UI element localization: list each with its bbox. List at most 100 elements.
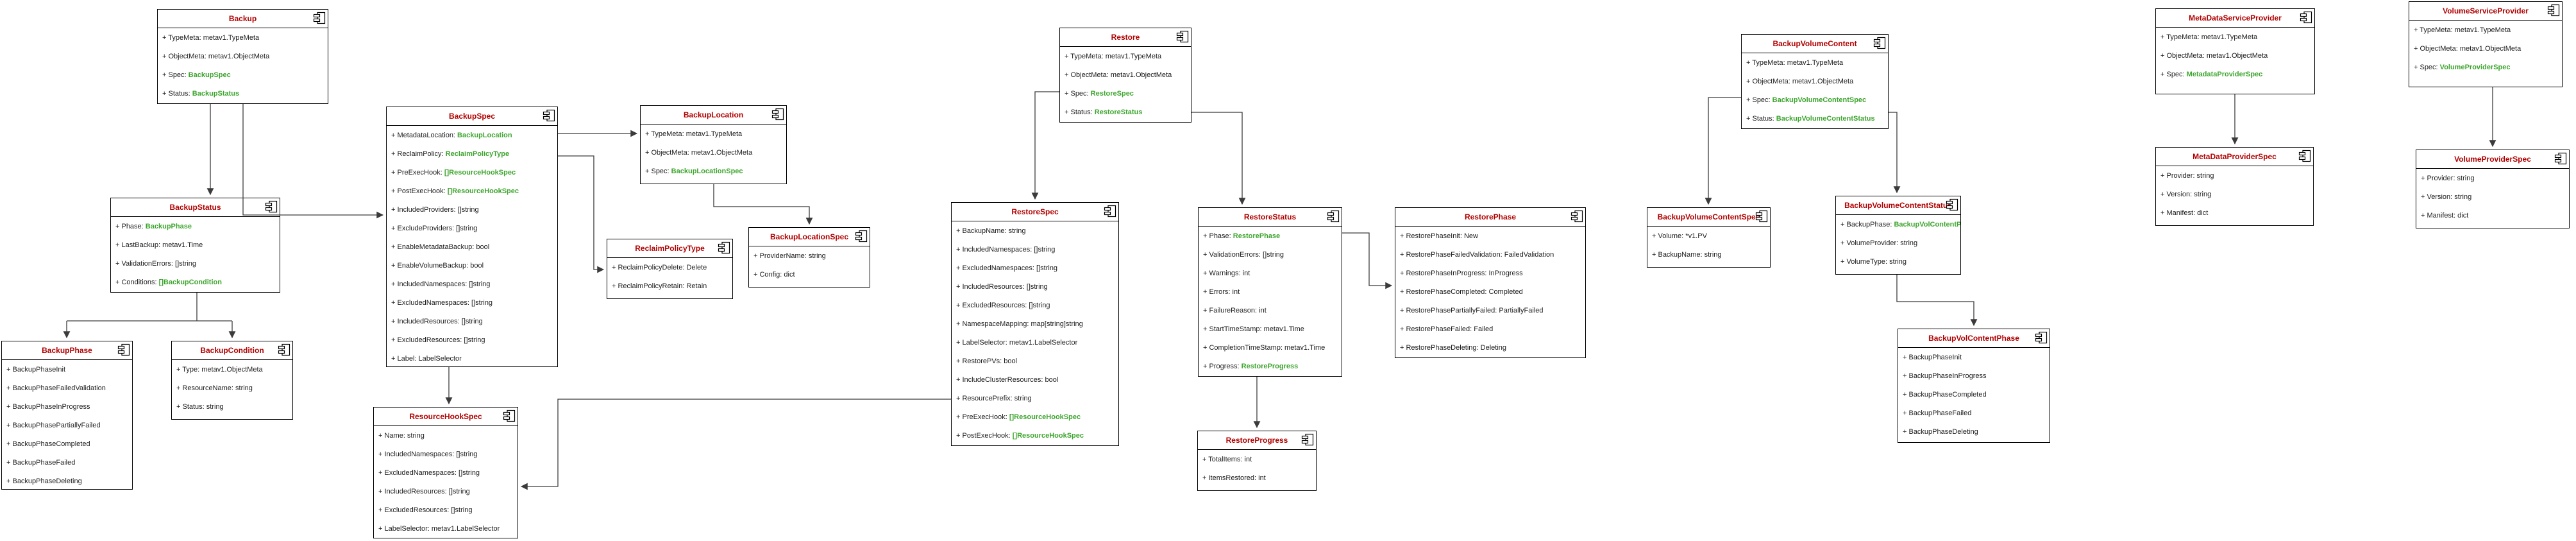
attribute-text: + ExcludedResources: []string: [391, 336, 485, 344]
type-reference: BackupLocation: [457, 132, 512, 139]
type-reference: RestorePhase: [1233, 232, 1281, 240]
class-box-restore-progress[interactable]: RestoreProgress+ TotalItems: int+ ItemsR…: [1197, 431, 1317, 491]
attribute-text: + BackupPhase:: [1840, 221, 1894, 228]
type-reference: BackupSpec: [188, 71, 231, 79]
uml-component-icon: [2554, 152, 2567, 165]
uml-component-icon: [2298, 150, 2311, 162]
class-attributes: + TypeMeta: metav1.TypeMeta+ ObjectMeta:…: [1060, 47, 1191, 122]
attribute-text: + ExcludedResources: []string: [378, 506, 473, 514]
class-title-text: ResourceHookSpec: [409, 412, 482, 421]
attribute-text: + ExcludedNamespaces: []string: [956, 264, 1058, 272]
class-box-backup-volume-content-spec[interactable]: BackupVolumeContentSpec+ Volume: *v1.PV+…: [1647, 207, 1771, 268]
class-box-volume-provider-spec[interactable]: VolumeProviderSpec + Provider: string + Ve…: [2416, 150, 2570, 228]
attribute-row: + IncludedResources: []string: [952, 278, 1118, 296]
class-title-text: VolumeServiceProvider: [2443, 6, 2529, 15]
attribute-text: + Spec:: [2160, 71, 2187, 78]
class-attributes: + ProviderName: string+ Config: dict: [749, 246, 870, 284]
attribute-text: + BackupPhaseFailed: [1903, 409, 1972, 417]
attribute-text: + TypeMeta: metav1.TypeMeta: [2414, 26, 2511, 34]
class-title-bar: ResourceHookSpec: [374, 408, 518, 426]
attribute-text: + RestorePVs: bool: [956, 357, 1018, 365]
class-title-bar: BackupVolumeContentSpec: [1647, 208, 1770, 227]
type-reference: BackupLocationSpec: [671, 167, 743, 175]
attribute-text: + ExcludeProviders: []string: [391, 225, 478, 232]
class-box-restore-phase[interactable]: RestorePhase+ RestorePhaseInit: New+ Res…: [1395, 207, 1586, 358]
attribute-row: + ReclaimPolicy: ReclaimPolicyType: [387, 145, 557, 164]
class-box-reclaim-policy-type[interactable]: ReclaimPolicyType+ ReclaimPolicyDelete: …: [607, 239, 733, 299]
uml-component-icon: [2300, 11, 2312, 24]
type-reference: BackupVolumeContentStatus: [1776, 115, 1875, 123]
class-box-backup[interactable]: Backup+ TypeMeta: metav1.TypeMeta+ Objec…: [157, 9, 328, 104]
attribute-text: + PostExecHook:: [391, 187, 448, 195]
attribute-text: + Errors: int: [1203, 288, 1240, 296]
attribute-text: + Version: string: [2421, 193, 2472, 201]
attribute-text: + TypeMeta: metav1.TypeMeta: [1746, 59, 1844, 67]
class-box-metadata-provider-spec[interactable]: MetaDataProviderSpec+ Provider: string+ …: [2155, 147, 2314, 226]
class-box-backup-volume-content[interactable]: BackupVolumeContent+ TypeMeta: metav1.Ty…: [1741, 34, 1889, 129]
attribute-row: + Phase: BackupPhase: [111, 218, 280, 236]
attribute-text: + Spec:: [2414, 64, 2440, 71]
class-box-restore[interactable]: Restore+ TypeMeta: metav1.TypeMeta+ Obje…: [1059, 28, 1191, 123]
connector-bvc-to-bvc-status: [1889, 112, 1901, 194]
attribute-row: + Status: string: [172, 398, 292, 416]
attribute-text: + Status:: [162, 90, 192, 98]
attribute-text: + IncludedNamespaces: []string: [391, 280, 491, 288]
class-attributes: + TotalItems: int+ ItemsRestored: int: [1198, 450, 1316, 488]
attribute-row: + VolumeProvider: string: [1836, 234, 1960, 253]
class-box-metadata-service-provider[interactable]: MetaDataServiceProvider+ TypeMeta: metav…: [2155, 8, 2315, 94]
class-title-text: BackupPhase: [42, 346, 92, 355]
class-box-restore-spec[interactable]: RestoreSpec+ BackupName: string+ Include…: [951, 202, 1119, 446]
attribute-text: + ResourcePrefix: string: [956, 395, 1032, 402]
attribute-row: + ExcludedNamespaces: []string: [374, 464, 518, 483]
attribute-row: + IncludedResources: []string: [387, 313, 557, 331]
class-box-backup-location[interactable]: BackupLocation+ TypeMeta: metav1.TypeMet…: [640, 105, 787, 184]
attribute-row: + ReclaimPolicyRetain: Retain: [607, 277, 732, 296]
class-title-bar: VolumeProviderSpec: [2416, 150, 2569, 169]
attribute-row: + ValidationErrors: []string: [111, 255, 280, 273]
type-reference: []BackupCondition: [158, 279, 222, 286]
attribute-text: + Provider: string: [2421, 175, 2475, 182]
attribute-text: + BackupPhaseDeleting: [6, 477, 82, 485]
attribute-row: + Warnings: int: [1199, 264, 1342, 283]
attribute-row: + BackupPhaseFailedValidation: [2, 379, 132, 398]
class-attributes: + Name: string+ IncludedNamespaces: []st…: [374, 426, 518, 538]
attribute-row: + Spec: BackupVolumeContentSpec: [1742, 91, 1888, 110]
class-box-backup-spec[interactable]: BackupSpec+ MetadataLocation: BackupLoca…: [386, 107, 558, 367]
class-box-resource-hook-spec[interactable]: ResourceHookSpec + Name: string+ Included…: [373, 407, 518, 538]
attribute-text: + LabelSelector: metav1.LabelSelector: [956, 339, 1078, 347]
attribute-row: + VolumeType: string: [1836, 253, 1960, 271]
uml-component-icon: [1873, 37, 1886, 49]
class-box-backup-status[interactable]: BackupStatus+ Phase: BackupPhase+ LastBa…: [110, 198, 280, 293]
class-box-backup-condition[interactable]: BackupCondition+ Type: metav1.ObjectMeta…: [171, 341, 293, 420]
class-title-bar: RestoreStatus: [1199, 208, 1342, 227]
attribute-text: + IncludedNamespaces: []string: [956, 246, 1056, 253]
class-box-volume-service-provider[interactable]: VolumeServiceProvider + TypeMeta: metav1.…: [2409, 1, 2563, 87]
class-title-bar: Backup: [158, 10, 328, 28]
class-box-backup-phase[interactable]: BackupPhase+ BackupPhaseInit+ BackupPhas…: [1, 341, 133, 490]
attribute-row: + LabelSelector: metav1.LabelSelector: [374, 520, 518, 538]
attribute-row: + ExcludedNamespaces: []string: [952, 259, 1118, 278]
uml-component-icon: [278, 343, 290, 356]
class-attributes: + RestorePhaseInit: New+ RestorePhaseFai…: [1395, 227, 1585, 357]
attribute-row: + ObjectMeta: metav1.ObjectMeta: [1742, 73, 1888, 91]
class-title-bar: BackupLocation: [641, 106, 786, 125]
class-title-bar: RestorePhase: [1395, 208, 1585, 227]
attribute-row: + Spec: RestoreSpec: [1060, 85, 1191, 103]
attribute-row: + ObjectMeta: metav1.ObjectMeta: [1060, 66, 1191, 85]
class-box-backup-location-spec[interactable]: BackupLocationSpec+ ProviderName: string…: [748, 227, 870, 288]
attribute-row: + RestorePhaseCompleted: Completed: [1395, 283, 1585, 302]
class-box-backup-volume-content-status[interactable]: BackupVolumeContentStatus+ BackupPhase: …: [1835, 196, 1961, 275]
attribute-text: + Spec:: [1746, 96, 1772, 104]
class-title-bar: ReclaimPolicyType: [607, 239, 732, 258]
attribute-row: + BackupName: string: [1647, 246, 1770, 264]
attribute-row: + ResourceName: string: [172, 379, 292, 398]
class-box-backup-vol-content-phase[interactable]: BackupVolContentPhase+ BackupPhaseInit+ …: [1898, 329, 2050, 443]
attribute-text: + IncludedNamespaces: []string: [378, 451, 478, 458]
attribute-row: + TypeMeta: metav1.TypeMeta: [1742, 54, 1888, 73]
attribute-row: + NamespaceMapping: map[string]string: [952, 315, 1118, 334]
class-title-text: ReclaimPolicyType: [635, 244, 705, 253]
class-title-text: BackupLocation: [683, 110, 744, 119]
class-title-text: BackupSpec: [448, 112, 496, 121]
attribute-row: + ObjectMeta: metav1.ObjectMeta: [158, 47, 328, 66]
class-box-restore-status[interactable]: RestoreStatus+ Phase: RestorePhase+ Vali…: [1198, 207, 1342, 377]
